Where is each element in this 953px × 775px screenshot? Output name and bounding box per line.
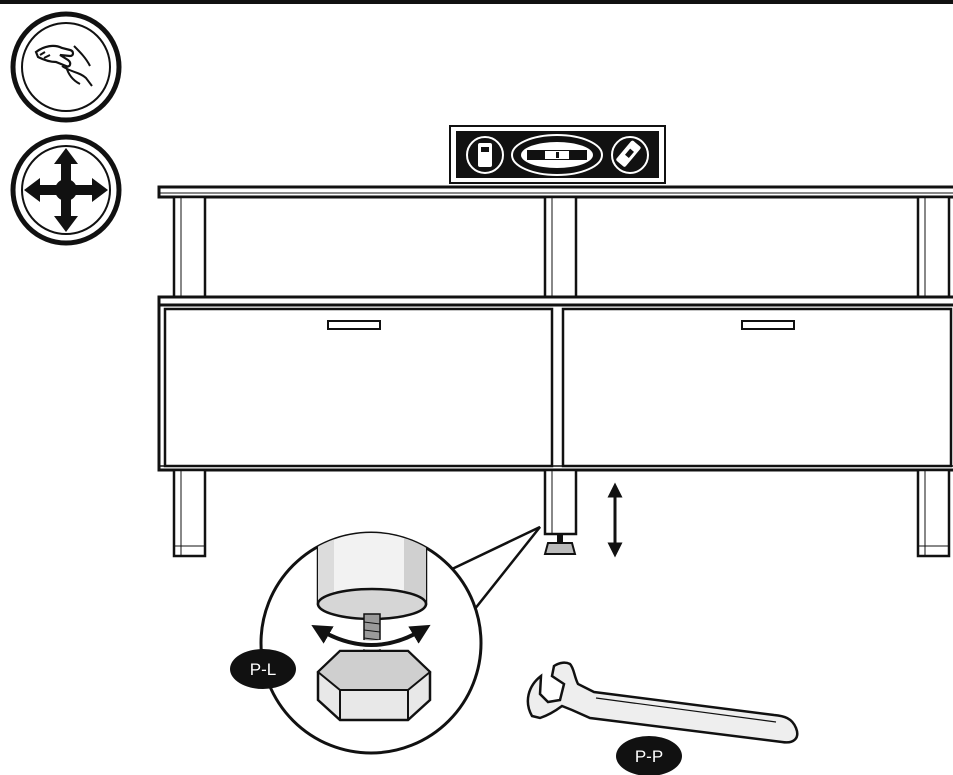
wrench-icon — [526, 661, 799, 744]
cabinet-top — [157, 185, 953, 199]
zoom-detail — [259, 531, 483, 755]
top-border — [0, 0, 953, 4]
cabinet-posts — [172, 195, 951, 299]
drawer-right-handle — [741, 320, 795, 330]
move-arrows-icon — [10, 134, 122, 246]
drawer-left — [163, 307, 554, 468]
label-pl-text: P-L — [250, 660, 276, 679]
leveling-foot — [543, 534, 577, 555]
label-pp-text: P-P — [635, 747, 663, 766]
label-badge-pl: P-L — [230, 649, 296, 689]
hand-icon — [10, 11, 122, 123]
drawer-right — [561, 307, 953, 468]
spirit-level-icon — [449, 125, 666, 184]
label-badge-pp: P-P — [616, 736, 682, 775]
cabinet-legs — [172, 468, 951, 558]
cabinet — [157, 185, 953, 558]
drawer-left-handle — [327, 320, 381, 330]
curved-arrow-icon — [311, 624, 431, 650]
